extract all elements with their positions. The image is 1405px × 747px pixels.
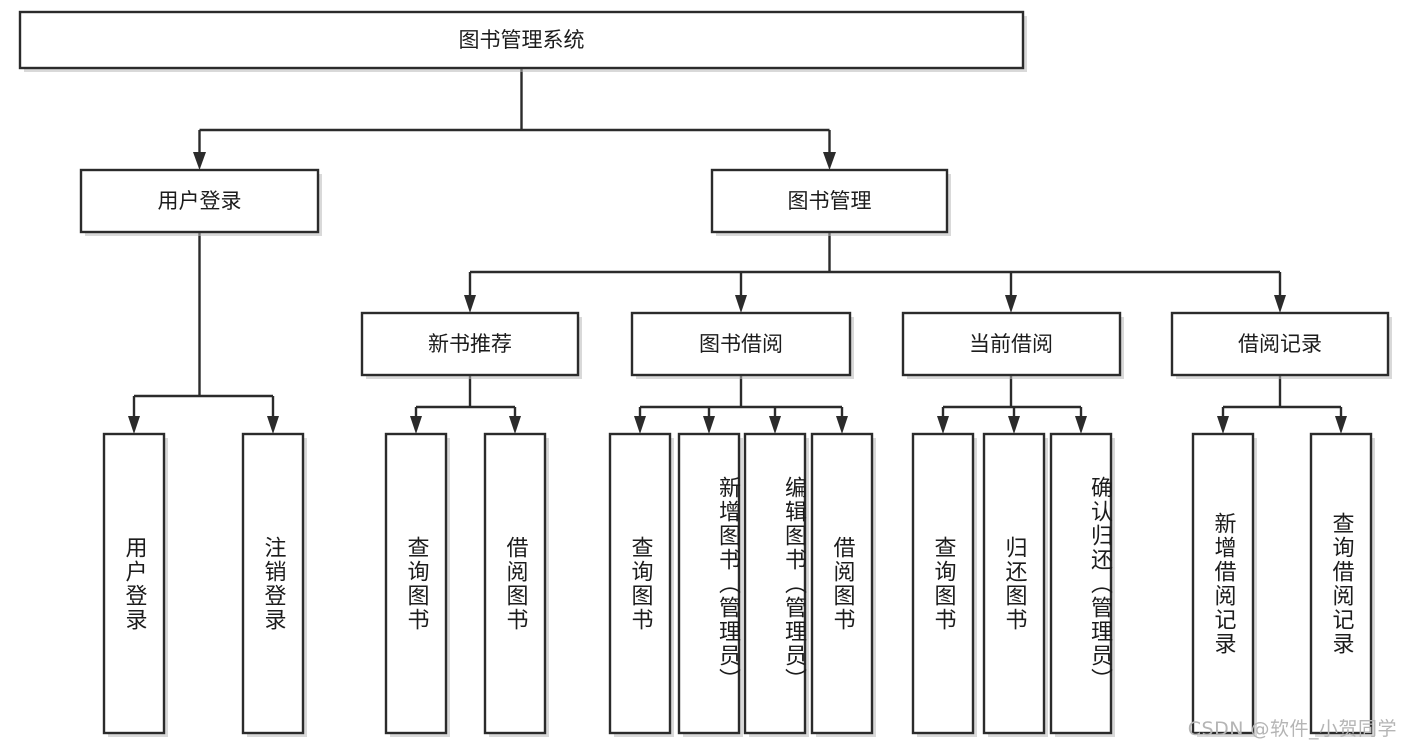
arrowhead-leaf-borrow-book-rec [509,416,521,434]
node-borrow-record-label: 借阅记录 [1238,332,1322,356]
node-root[interactable]: 图书管理系统 [18,10,1027,72]
node-current-borrow-label: 当前借阅 [969,332,1053,356]
node-user-login-label: 用户登录 [158,189,242,213]
arrowhead-leaf-query-book-rec [410,416,422,434]
node-book-manage-box[interactable] [710,168,949,234]
arrowhead-leaf-confirm-return [1075,416,1087,434]
node-new-book-rec[interactable]: 新书推荐 [360,311,582,379]
node-leaf-borrow-book-box[interactable] [810,432,874,735]
connector-group-new-book-rec [410,375,521,434]
arrowhead-book-manage [823,152,836,170]
node-leaf-query-record-box[interactable] [1309,432,1373,735]
node-leaf-user-login-box[interactable] [102,432,166,735]
node-book-borrow[interactable]: 图书借阅 [630,311,854,379]
node-root-label: 图书管理系统 [459,28,585,52]
node-leaf-return-book-box[interactable] [982,432,1046,735]
arrowhead-leaf-add-record [1217,416,1229,434]
node-leaf-borrow-book-rec[interactable] [483,432,549,737]
arrowhead-book-borrow [735,295,747,313]
node-leaf-logout[interactable] [241,432,307,737]
arrowhead-borrow-record [1274,295,1286,313]
node-borrow-record[interactable]: 借阅记录 [1170,311,1392,379]
arrowhead-new-book-rec [464,295,476,313]
node-leaf-query-book-rec-box[interactable] [384,432,448,735]
arrowhead-current-borrow [1005,295,1017,313]
node-current-borrow[interactable]: 当前借阅 [901,311,1124,379]
arrowhead-leaf-query-book-cur [937,416,949,434]
node-book-manage[interactable]: 图书管理 [710,168,951,236]
node-user-login[interactable]: 用户登录 [79,168,322,236]
arrowhead-leaf-edit-book [769,416,781,434]
node-root-box[interactable] [18,10,1025,70]
node-book-borrow-box[interactable] [630,311,852,377]
node-borrow-record-box[interactable] [1170,311,1390,377]
arrowhead-leaf-logout [267,416,279,434]
arrowhead-leaf-borrow-book [836,416,848,434]
arrowhead-leaf-user-login [128,416,140,434]
node-book-manage-label: 图书管理 [788,189,872,213]
node-leaf-edit-book-box[interactable] [743,432,807,735]
watermark-text: CSDN @软件_小贺同学 [1187,718,1397,740]
connector-group-book-borrow [634,375,848,434]
arrowhead-leaf-add-book [703,416,715,434]
node-leaf-logout-box[interactable] [241,432,305,735]
node-leaf-user-login[interactable] [102,432,168,737]
node-leaf-add-record-box[interactable] [1191,432,1255,735]
node-leaf-add-record[interactable] [1191,432,1257,737]
arrowhead-user-login [193,152,206,170]
node-book-borrow-label: 图书借阅 [699,332,783,356]
connector-group-current-borrow [937,375,1087,434]
arrowhead-leaf-query-book-borrow [634,416,646,434]
node-leaf-confirm-return[interactable] [1049,432,1115,737]
node-user-login-box[interactable] [79,168,320,234]
node-leaf-return-book[interactable] [982,432,1048,737]
node-current-borrow-box[interactable] [901,311,1122,377]
arrowhead-leaf-query-record [1335,416,1347,434]
node-leaf-borrow-book-rec-box[interactable] [483,432,547,735]
node-leaf-query-book-borrow[interactable] [608,432,674,737]
node-leaf-edit-book[interactable] [743,432,809,737]
node-leaf-query-book-borrow-box[interactable] [608,432,672,735]
node-leaf-query-book-cur[interactable] [911,432,977,737]
connector-group-root [193,68,836,170]
arrowhead-leaf-return-book [1008,416,1020,434]
node-leaf-query-record[interactable] [1309,432,1375,737]
connector-group-book-manage [464,232,1286,313]
node-leaf-add-book[interactable] [677,432,743,737]
node-leaf-query-book-rec[interactable] [384,432,450,737]
connector-group-borrow-record [1217,375,1347,434]
node-leaf-confirm-return-box[interactable] [1049,432,1113,735]
connector-group-user-login [128,232,279,434]
node-new-book-rec-box[interactable] [360,311,580,377]
node-leaf-query-book-cur-box[interactable] [911,432,975,735]
node-leaf-add-book-box[interactable] [677,432,741,735]
node-new-book-rec-label: 新书推荐 [428,332,512,356]
node-leaf-borrow-book[interactable] [810,432,876,737]
